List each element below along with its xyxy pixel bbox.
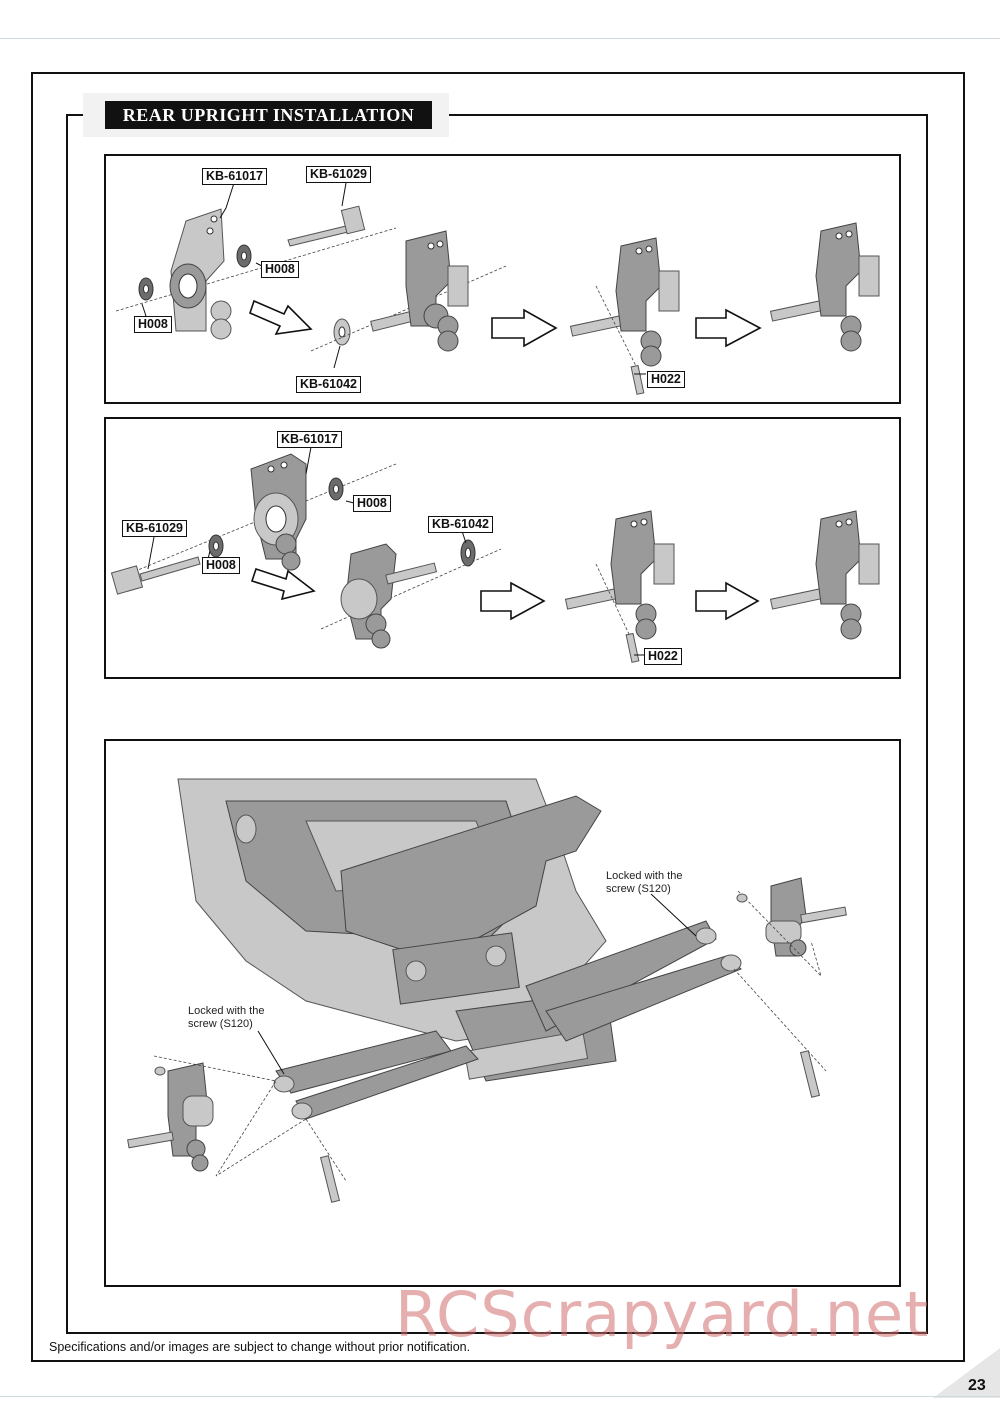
label-kb61042-step1: KB-61042	[296, 376, 361, 393]
pin-right	[799, 1050, 821, 1098]
step1-arrow-1	[249, 299, 313, 336]
step1-illustration	[115, 182, 880, 395]
section-title: REAR UPRIGHT INSTALLATION	[105, 101, 432, 129]
pin-left	[319, 1155, 341, 1203]
washer-kb61042	[333, 318, 351, 346]
washer-kb61042-step2	[460, 539, 476, 567]
label-h008-left-step1: H008	[134, 316, 172, 333]
axle-kb61029	[287, 205, 366, 247]
upright-right-exploded	[765, 877, 847, 957]
page-corner	[933, 1348, 1000, 1398]
step3-illustration	[127, 778, 847, 1203]
step3-panel: Locked with the screw (S120) Locked with…	[104, 739, 901, 1287]
top-rule	[0, 38, 1000, 39]
assembly-e	[564, 510, 675, 640]
rear-arm-left	[273, 1030, 479, 1120]
screw-left	[154, 1066, 166, 1076]
rear-arm-right	[525, 920, 742, 1042]
label-kb61042-step2: KB-61042	[428, 516, 493, 533]
bearing-top	[236, 244, 252, 268]
step2-arrow-2	[480, 581, 546, 621]
step2-illustration	[110, 446, 880, 663]
assembly-f	[769, 510, 880, 640]
label-h022-step1: H022	[647, 371, 685, 388]
label-kb61017-step2: KB-61017	[277, 431, 342, 448]
axle-kb61029-step2	[110, 556, 201, 595]
bearing-left-step2	[208, 534, 224, 558]
label-kb61017-step1: KB-61017	[202, 168, 267, 185]
bearing-right-step2	[328, 477, 344, 501]
upright-kb61017-step2	[250, 453, 307, 571]
step2-arrow-3	[695, 581, 760, 621]
assembly-a	[370, 230, 469, 352]
assembly-c	[769, 222, 880, 352]
label-h008-right-step2: H008	[353, 495, 391, 512]
step1-arrow-2	[491, 308, 558, 348]
footer-note: Specifications and/or images are subject…	[49, 1340, 471, 1354]
step2-arrow-1	[250, 567, 316, 601]
pin-h022	[630, 364, 645, 395]
note-right-line2: screw (S120)	[606, 883, 671, 895]
pin-h022-step2	[625, 632, 640, 663]
label-kb61029-step1: KB-61029	[306, 166, 371, 183]
note-left: Locked with the screw (S120)	[188, 1005, 264, 1031]
step2-panel: KB-61017 KB-61029 H008 H008 KB-61042 H02…	[104, 417, 901, 679]
chassis	[177, 778, 617, 1082]
note-left-line1: Locked with the	[188, 1005, 265, 1017]
page-number: 23	[968, 1377, 986, 1394]
outer-frame	[31, 72, 965, 1362]
frame-top-left-segment	[66, 114, 84, 116]
assembly-b	[569, 237, 680, 367]
upright-kb61017	[169, 208, 232, 340]
note-right: Locked with the screw (S120)	[606, 870, 682, 896]
label-kb61029-step2: KB-61029	[122, 520, 187, 537]
upright-left-exploded	[127, 1062, 214, 1172]
note-right-line1: Locked with the	[606, 870, 683, 882]
watermark: RCScrapyard.net	[395, 1278, 930, 1351]
step1-arrow-3	[695, 308, 762, 348]
label-h008-left-step2: H008	[202, 557, 240, 574]
bearing-left	[138, 277, 154, 301]
step1-panel: KB-61017 KB-61029 H008 H008 KB-61042 H02…	[104, 154, 901, 404]
assembly-d	[320, 543, 502, 649]
label-h022-step2: H022	[644, 648, 682, 665]
label-h008-top-step1: H008	[261, 261, 299, 278]
inner-frame	[66, 114, 928, 1334]
screw-right	[736, 893, 748, 903]
bottom-rule	[0, 1396, 1000, 1397]
frame-top-right-segment	[449, 114, 928, 116]
note-left-line2: screw (S120)	[188, 1018, 253, 1030]
